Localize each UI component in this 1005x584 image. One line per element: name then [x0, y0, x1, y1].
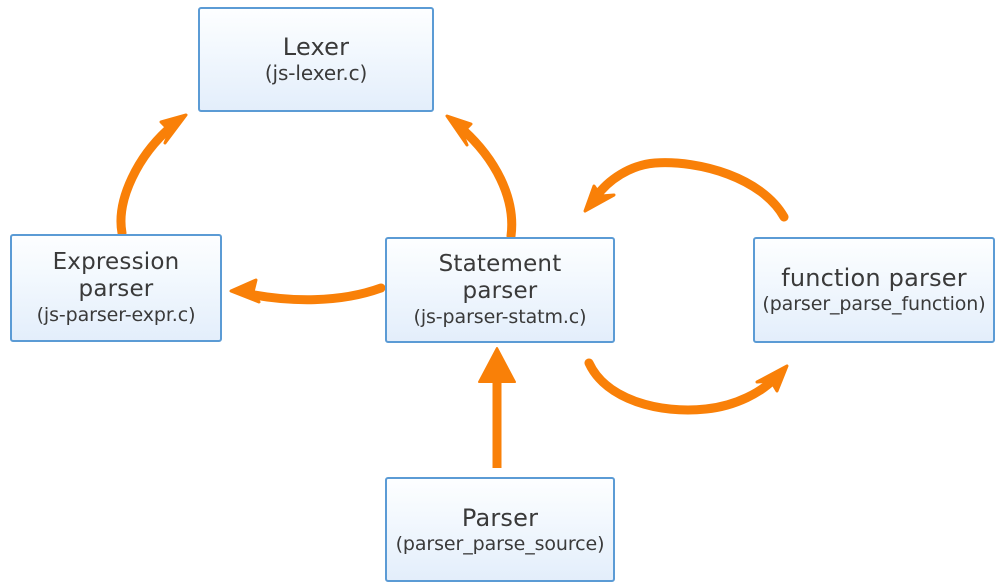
node-parser[interactable]: Parser (parser_parse_source) [385, 477, 615, 582]
node-lexer-subtitle: (js-lexer.c) [264, 61, 368, 86]
edge-expression-to-lexer [116, 113, 188, 238]
node-expression-parser-subtitle: (js-parser-expr.c) [36, 304, 196, 327]
edge-parser-to-statement [478, 347, 516, 468]
node-lexer[interactable]: Lexer (js-lexer.c) [198, 7, 434, 112]
edge-statement-to-function [584, 358, 789, 415]
node-parser-subtitle: (parser_parse_source) [395, 532, 605, 555]
node-lexer-title: Lexer [282, 33, 350, 62]
node-function-parser-subtitle: (parser_parse_function) [762, 293, 986, 316]
node-statement-parser[interactable]: Statement parser (js-parser-statm.c) [385, 237, 615, 343]
node-expression-parser[interactable]: Expression parser (js-parser-expr.c) [10, 234, 222, 342]
node-expression-parser-title: Expression parser [52, 249, 180, 303]
node-function-parser-title: function parser [781, 264, 967, 293]
node-statement-parser-subtitle: (js-parser-statm.c) [413, 306, 587, 329]
edge-statement-to-lexer [445, 114, 517, 241]
node-statement-parser-title: Statement parser [438, 251, 562, 305]
edge-function-to-statement [583, 158, 789, 222]
node-function-parser[interactable]: function parser (parser_parse_function) [753, 237, 995, 343]
edge-statement-to-expression [229, 278, 386, 305]
node-parser-title: Parser [461, 503, 539, 532]
